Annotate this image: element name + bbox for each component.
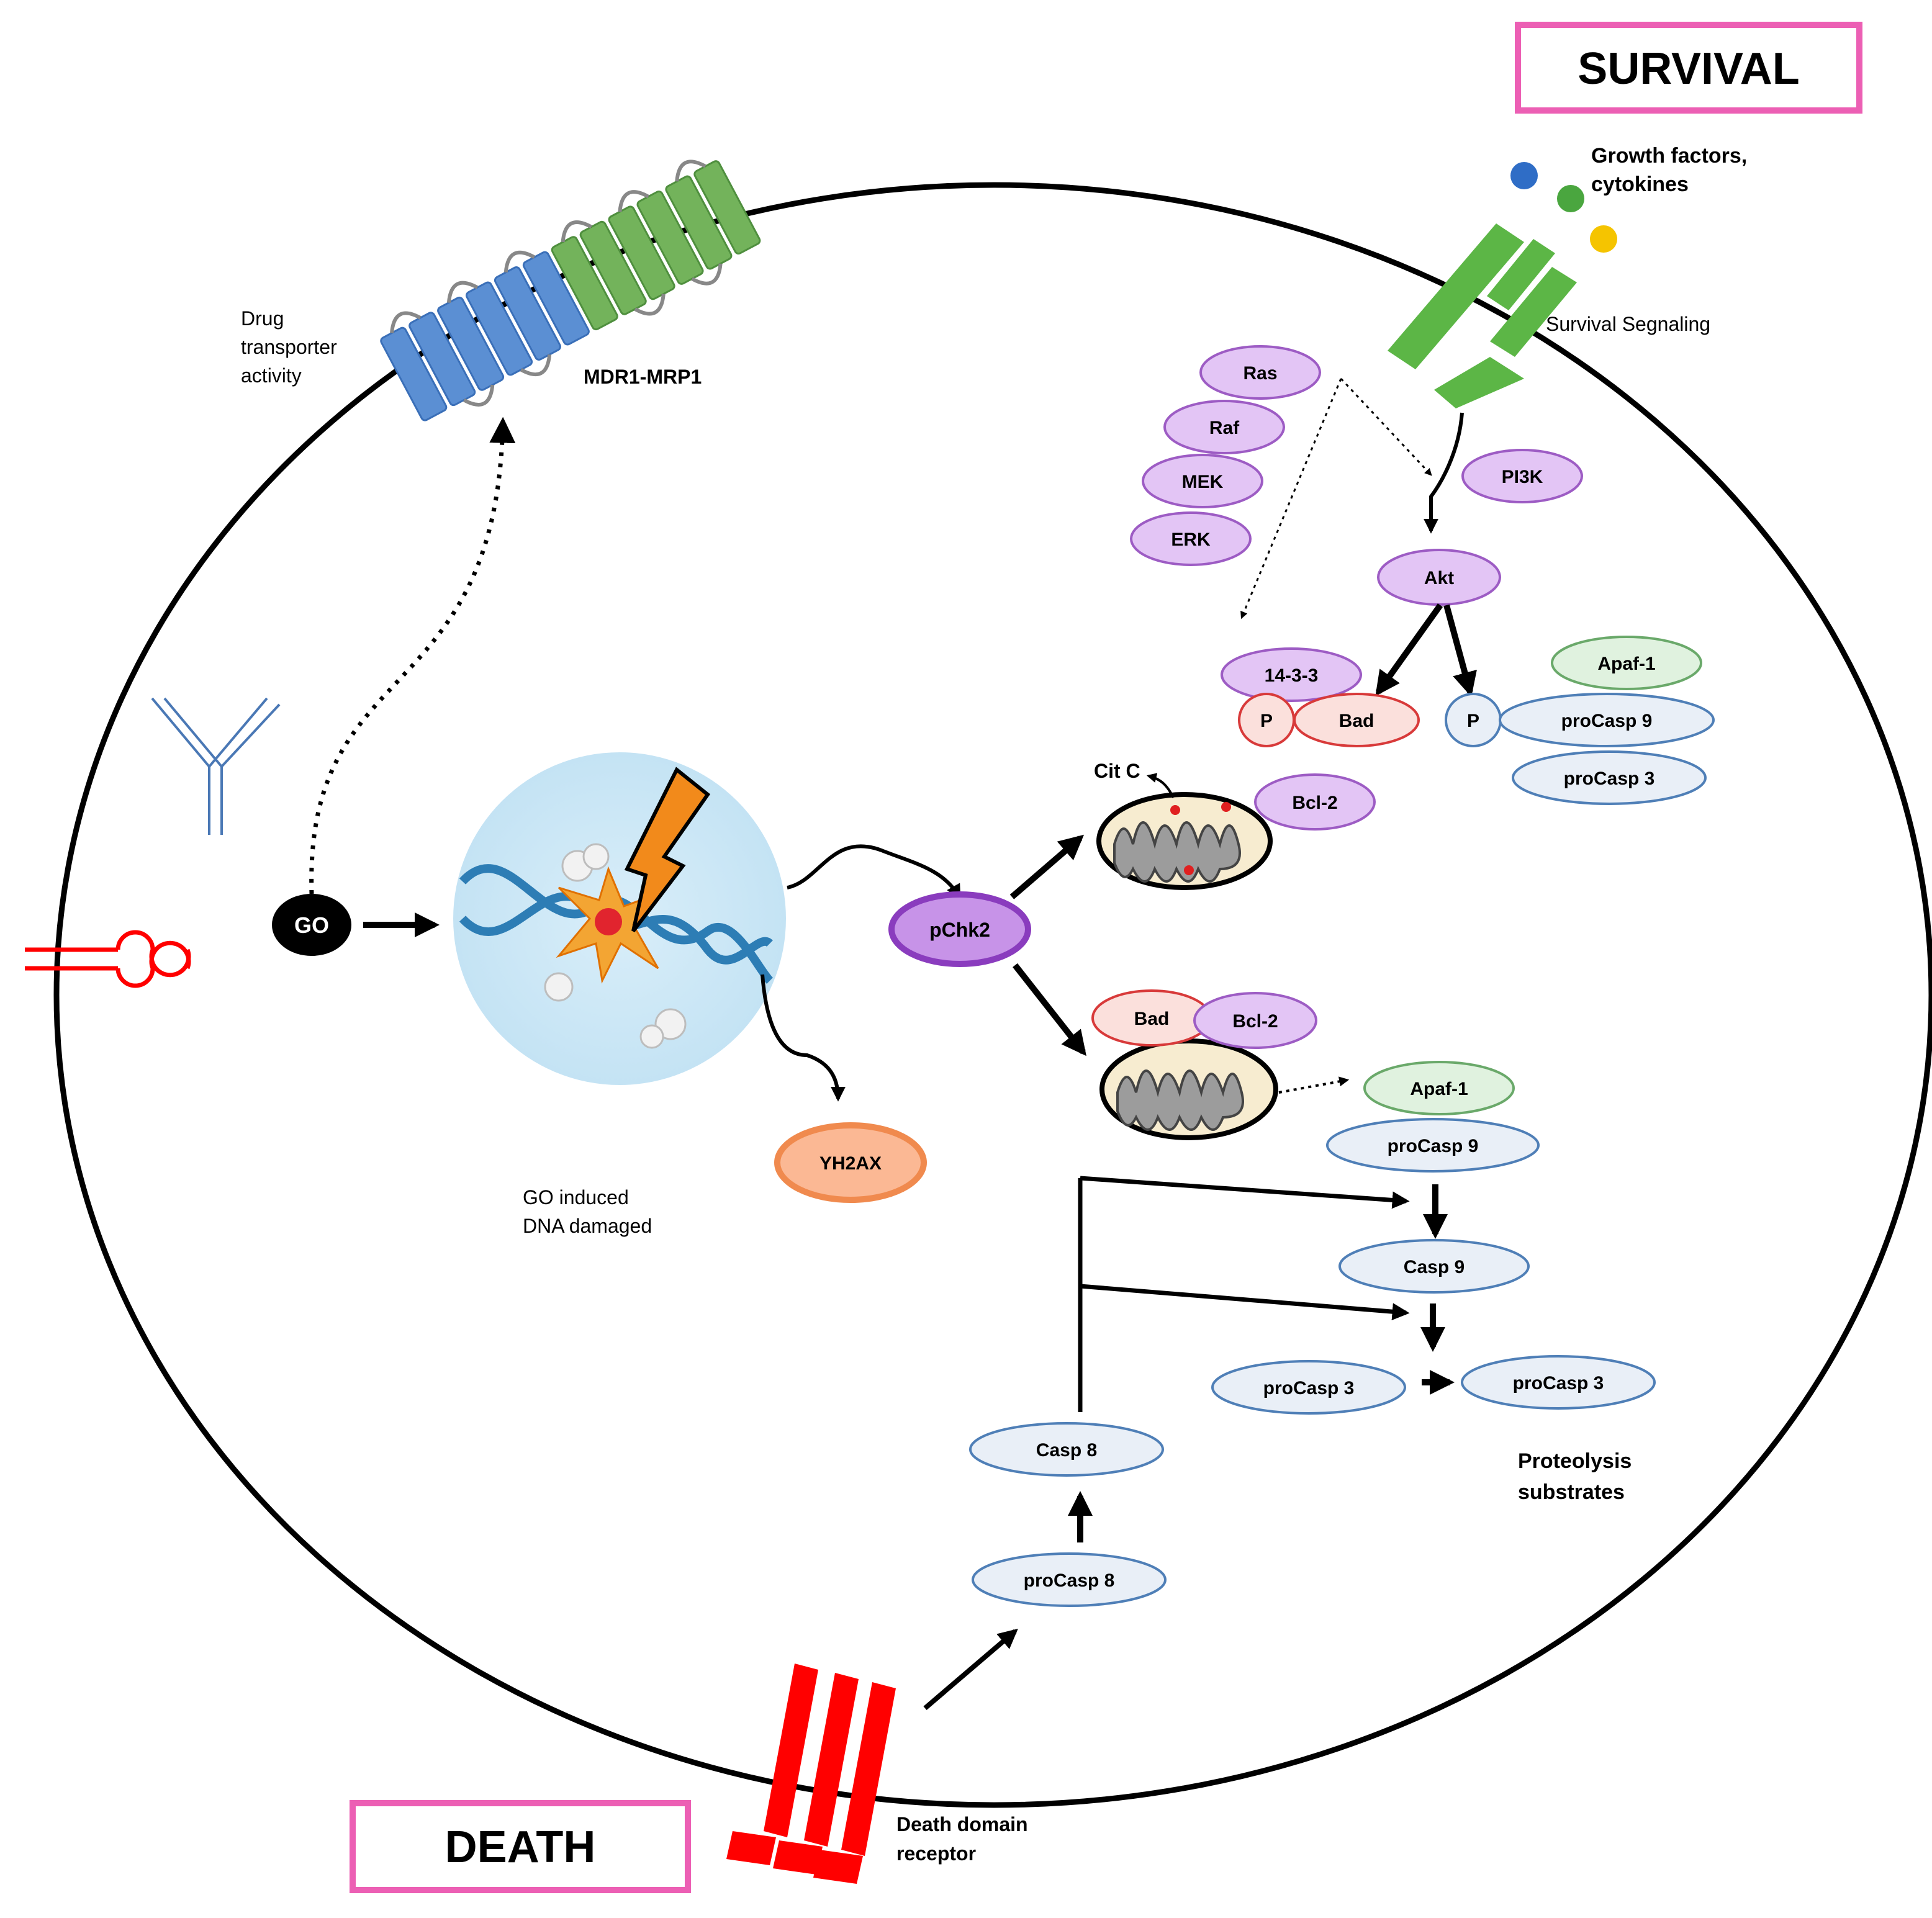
svg-text:proCasp 9: proCasp 9	[1561, 711, 1653, 731]
procasp3-right-node: proCasp 3	[1461, 1355, 1656, 1410]
pchk2-node: pChk2	[888, 891, 1031, 967]
pchk2-to-mito-bottom-arrow	[1013, 963, 1086, 1056]
14-3-3-node: 14-3-3	[1221, 647, 1362, 702]
cyt-c-label: Cit C	[1094, 760, 1140, 782]
casp9-node: Casp 9	[1338, 1239, 1530, 1294]
drug-transporter-label: Drug transporter activity	[241, 307, 343, 387]
bad-top-node: Bad	[1293, 693, 1420, 747]
svg-text:Ras: Ras	[1243, 363, 1277, 384]
dna-to-yh2ax-arrow	[761, 974, 846, 1102]
survival-box: SURVIVAL	[1515, 22, 1862, 114]
svg-text:Casp 9: Casp 9	[1404, 1257, 1465, 1277]
akt-to-bad-arrow	[1375, 603, 1443, 696]
cell-membrane	[53, 182, 1932, 1808]
yh2ax-node: YH2AX	[774, 1122, 927, 1203]
antibody-icon	[151, 697, 281, 835]
svg-text:Raf: Raf	[1209, 418, 1240, 438]
survival-label: SURVIVAL	[1578, 44, 1799, 94]
mitochondrion-bottom-icon	[1099, 1038, 1278, 1140]
death-receptor-to-procasp8-arrow	[923, 1628, 1018, 1711]
akt-node: Akt	[1377, 549, 1501, 606]
p-right-node: P	[1445, 693, 1502, 747]
mitochondrion-top-icon	[1096, 792, 1273, 890]
receptor-to-akt-arrow	[1424, 412, 1464, 534]
go-node: GO	[272, 894, 351, 956]
pi3k-node: PI3K	[1461, 449, 1583, 503]
casp8-to-procasp3-arrow	[1080, 1284, 1410, 1321]
mito-to-apaf1-dotted-arrow	[1278, 1076, 1350, 1094]
go-dna-damage-label: GO induced DNA damaged	[523, 1186, 652, 1237]
erk-node: ERK	[1130, 511, 1252, 566]
bcl2-mid-node: Bcl-2	[1193, 992, 1317, 1049]
apaf1-mid-node: Apaf-1	[1363, 1061, 1515, 1115]
cytc-release-arrow	[1146, 773, 1175, 798]
p-left-node: P	[1238, 693, 1295, 747]
svg-text:YH2AX: YH2AX	[819, 1153, 882, 1174]
bad-mid-node: Bad	[1091, 989, 1212, 1047]
svg-text:Bcl-2: Bcl-2	[1232, 1011, 1278, 1032]
svg-text:Bad: Bad	[1339, 711, 1375, 731]
growth-factor-ligands	[1510, 162, 1617, 253]
survival-receptor	[1388, 223, 1577, 408]
bcl2-top-node: Bcl-2	[1254, 773, 1376, 831]
death-domain-receptor-label: Death domain receptor	[896, 1813, 1033, 1865]
receptor-to-pi3k-dotted-arrow	[1340, 377, 1432, 476]
akt-to-procasp9-arrow	[1443, 604, 1477, 697]
dna-damage-illustration	[453, 752, 786, 1085]
procasp9-top-node: proCasp 9	[1499, 693, 1715, 747]
casp8-to-casp9-arrow	[1080, 1176, 1410, 1209]
svg-text:Bad: Bad	[1134, 1009, 1170, 1029]
svg-text:proCasp 9: proCasp 9	[1388, 1136, 1479, 1156]
raf-node: Raf	[1163, 400, 1285, 454]
svg-text:Apaf-1: Apaf-1	[1410, 1079, 1468, 1099]
apaf1-top-node: Apaf-1	[1551, 636, 1702, 690]
pchk2-to-mito-top-arrow	[1009, 834, 1085, 899]
mek-node: MEK	[1142, 454, 1263, 508]
calicheamicin-linker-icon	[25, 930, 191, 988]
svg-text:proCasp 8: proCasp 8	[1024, 1570, 1115, 1591]
procasp9-mid-node: proCasp 9	[1326, 1118, 1540, 1173]
death-label: DEATH	[445, 1822, 596, 1872]
svg-text:PI3K: PI3K	[1502, 467, 1543, 487]
svg-text:proCasp 3: proCasp 3	[1513, 1373, 1604, 1393]
survival-signaling-label: Survival Segnaling	[1546, 313, 1710, 335]
mdr1-mrp1-transporter	[380, 160, 761, 421]
procasp8-node: proCasp 8	[972, 1552, 1167, 1607]
growth-factors-label: Growth factors, cytokines	[1591, 144, 1753, 196]
svg-text:proCasp 3: proCasp 3	[1564, 768, 1655, 789]
svg-text:ERK: ERK	[1171, 529, 1211, 550]
ras-node: Ras	[1199, 345, 1321, 400]
svg-text:P: P	[1467, 711, 1479, 731]
svg-text:pChk2: pChk2	[929, 919, 990, 941]
svg-text:GO: GO	[294, 912, 329, 938]
proteolysis-substrates-label: Proteolysis substrates	[1518, 1449, 1638, 1504]
death-box: DEATH	[350, 1800, 691, 1893]
receptor-to-erk-dotted-arrow	[1240, 378, 1342, 619]
mdr1-mrp1-label: MDR1-MRP1	[584, 366, 702, 388]
svg-text:Apaf-1: Apaf-1	[1597, 654, 1655, 674]
procasp3-top-node: proCasp 3	[1512, 750, 1707, 805]
go-to-transporter-arrow	[309, 416, 516, 894]
svg-text:MEK: MEK	[1182, 472, 1224, 492]
svg-text:Akt: Akt	[1424, 568, 1454, 588]
death-domain-receptor-icon	[726, 1664, 896, 1884]
svg-text:P: P	[1260, 711, 1273, 731]
svg-text:Bcl-2: Bcl-2	[1292, 793, 1337, 813]
svg-text:Casp 8: Casp 8	[1036, 1440, 1097, 1461]
casp8-node: Casp 8	[969, 1422, 1164, 1477]
svg-text:14-3-3: 14-3-3	[1265, 665, 1319, 686]
procasp3-left-node: proCasp 3	[1211, 1360, 1406, 1415]
dna-to-pchk2-arrow	[787, 844, 961, 900]
svg-text:proCasp 3: proCasp 3	[1263, 1378, 1355, 1398]
